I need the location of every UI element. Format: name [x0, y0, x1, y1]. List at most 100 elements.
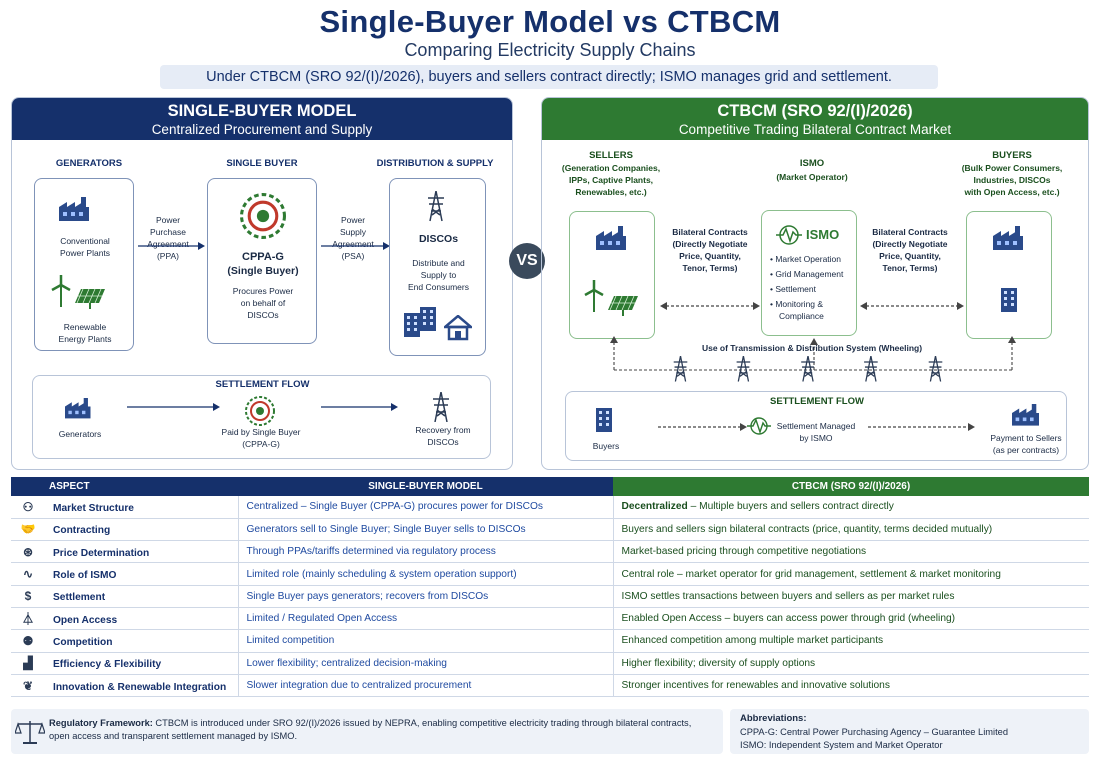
regulatory-label: Regulatory Framework:: [49, 718, 153, 728]
ismo-desc: (Market Operator): [776, 172, 848, 182]
page-title: Single-Buyer Model vs CTBCM: [319, 4, 781, 39]
aspect-label: Competition: [53, 636, 113, 648]
ismo-fn-3: • Settlement: [770, 284, 816, 294]
managed-line-1: Settlement Managed: [776, 421, 856, 431]
bilateral-right-1: Bilateral Contracts: [872, 227, 948, 237]
aspect-cell: ⚉Competition: [11, 629, 238, 653]
managed-line-2: by ISMO: [799, 433, 833, 443]
ctbcm-cell-text: Market-based pricing through competitive…: [621, 546, 867, 558]
settlement-generators: Generators: [58, 429, 102, 439]
ppa-line-4: (PPA): [156, 251, 180, 261]
aspect-cell: $ Settlement: [11, 585, 238, 608]
ctbcm-subtitle: Competitive Trading Bilateral Contract M…: [678, 122, 952, 137]
cppa-desc-2: on behalf of: [240, 298, 286, 308]
discos-name: DISCOs: [418, 233, 459, 245]
single-buyer-cell: Limited role (mainly scheduling & system…: [237, 562, 613, 586]
buyers-heading: BUYERS: [992, 150, 1032, 161]
buyers-box: [966, 211, 1052, 339]
bilateral-right-3: Price, Quantity,: [879, 251, 941, 261]
single-buyer-cell: Centralized – Single Buyer (CPPA-G) proc…: [237, 496, 613, 519]
solar-panel-icon: [75, 289, 106, 310]
bilateral-right-arrow: [860, 302, 964, 310]
dollar-icon: $: [24, 589, 32, 604]
ismo-pulse-icon: [776, 225, 802, 245]
single-buyer-cell: Limited / Regulated Open Access: [237, 607, 613, 631]
ctbcm-settlement-arrow-2: [868, 423, 975, 431]
ctbcm-settlement-heading: SETTLEMENT FLOW: [770, 396, 864, 407]
sellers-desc: (Generation Companies, IPPs, Captive Pla…: [548, 162, 674, 198]
ppa-arrow-icon: [138, 242, 205, 250]
discos-desc-1: Distribute and: [412, 258, 465, 268]
single-buyer-cell: Limited competition: [237, 629, 613, 653]
aspect-label: Efficiency & Flexibility: [53, 659, 162, 671]
payment-line-2: (as per contracts): [992, 445, 1060, 455]
aspect-label: Settlement: [53, 592, 106, 604]
regulatory-body-2: open access and transparent settlement m…: [49, 731, 298, 741]
single-buyer-header: SINGLE-BUYER MODEL Centralized Procureme…: [12, 98, 512, 140]
regulatory-footer: Regulatory Framework: CTBCM is introduce…: [11, 709, 723, 754]
table-header-row: ASPECT SINGLE-BUYER MODEL CTBCM (SRO 92/…: [11, 477, 1089, 496]
house-icon: [444, 315, 472, 341]
ctbcm-cell: Central role – market operator for grid …: [612, 562, 1089, 586]
paid-by-line-1: Paid by Single Buyer: [221, 427, 301, 437]
renewable-line-2: Energy Plants: [58, 334, 112, 344]
settlement-heading: SETTLEMENT FLOW: [215, 379, 310, 390]
header-single-buyer: SINGLE-BUYER MODEL: [238, 477, 613, 496]
settlement-buyers-label: Buyers: [592, 441, 620, 451]
buyer-factory-icon: [993, 226, 1023, 250]
psa-line-4: (PSA): [341, 251, 365, 261]
ismo-functions: • Market Operation • Grid Management • S…: [770, 253, 856, 322]
ppa-line-3: Agreement: [147, 239, 189, 249]
single-buyer-settlement-box: SETTLEMENT FLOW Generators Paid by Singl…: [32, 375, 491, 459]
ctbcm-cell-text: Higher flexibility; diversity of supply …: [621, 657, 816, 669]
payment-label: Payment to Sellers (as per contracts): [976, 432, 1076, 456]
conventional-label: Conventional Power Plants: [35, 235, 135, 259]
single-buyer-title: SINGLE-BUYER MODEL: [167, 102, 357, 120]
paid-by-line-2: (CPPA-G): [242, 439, 280, 449]
ctbcm-cell: Stronger incentives for renewables and i…: [612, 674, 1089, 698]
conventional-line-1: Conventional: [60, 236, 110, 246]
bilateral-right-4: Tenor, Terms): [882, 263, 938, 273]
ismo-fn-4: • Monitoring &: [770, 299, 824, 309]
aspect-cell: ⏃ Open Access: [11, 607, 238, 631]
ctbcm-title: CTBCM (SRO 92/(I)/2026): [717, 102, 913, 120]
transmission-tower-icon: [427, 191, 445, 222]
settlement-buyers-icon: [596, 408, 612, 432]
ctbcm-cell-text: Enhanced competition among multiple mark…: [621, 635, 884, 647]
comparison-table: ASPECT SINGLE-BUYER MODEL CTBCM (SRO 92/…: [11, 477, 1089, 698]
single-buyer-subtitle: Centralized Procurement and Supply: [151, 122, 373, 137]
aspect-label: Innovation & Renewable Integration: [53, 681, 227, 693]
psa-arrow-icon: [321, 242, 390, 250]
ctbcm-cell-bold: Decentralized: [621, 501, 688, 513]
ismo-fn-1: • Market Operation: [770, 254, 842, 264]
generators-box: Conventional Power Plants Renewable Ener…: [34, 178, 134, 351]
city-buildings-icon: [404, 307, 436, 337]
cppa-desc-1: Procures Power: [232, 286, 294, 296]
paid-by-label: Paid by Single Buyer (CPPA-G): [213, 426, 309, 450]
bilateral-left-2: (Directly Negotiate: [672, 239, 748, 249]
sellers-heading: SELLERS: [589, 150, 633, 161]
single-buyer-heading: SINGLE BUYER: [226, 158, 298, 169]
ctbcm-cell-text: ISMO settles transactions between buyers…: [621, 590, 955, 602]
wheeling-label: Use of Transmission & Distribution Syste…: [701, 343, 923, 353]
tower-icon: ⏃: [21, 612, 34, 627]
org-structure-icon: ⚇: [22, 499, 34, 514]
cppa-desc: Procures Power on behalf of DISCOs: [208, 285, 318, 321]
aspect-cell: ∿Role of ISMO: [11, 562, 238, 586]
seller-factory-icon: [596, 226, 626, 250]
settlement-arrow-2: [321, 403, 398, 411]
seller-solar-icon: [608, 296, 639, 317]
aspect-label: Open Access: [53, 615, 118, 627]
ctbcm-settlement-arrow-1: [658, 423, 747, 431]
buyers-desc: (Bulk Power Consumers, Industries, DISCO…: [942, 162, 1082, 198]
ctbcm-cell: Buyers and sellers sign bilateral contra…: [612, 518, 1089, 542]
bilateral-right-label: Bilateral Contracts (Directly Negotiate …: [860, 226, 960, 274]
wheeling-line: [610, 336, 1016, 371]
bilateral-left-arrow: [660, 302, 760, 310]
ismo-heading: ISMO: [799, 158, 825, 169]
generator-factory-icon: [65, 398, 91, 419]
